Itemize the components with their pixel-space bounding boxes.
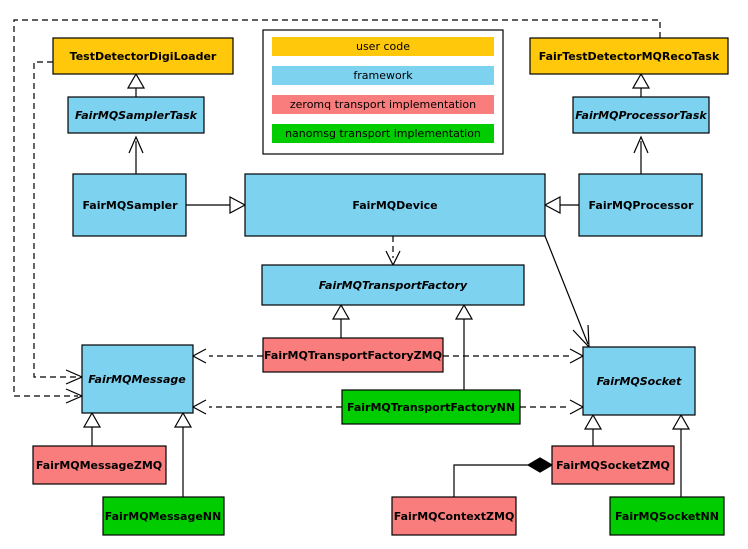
arrowhead-triangle: [126, 72, 146, 89]
node-fairtestdetectormqrecotask[interactable]: FairTestDetectorMQRecoTask: [529, 37, 729, 75]
arrowhead-triangle: [331, 303, 351, 320]
node-fairmqmessagezmq[interactable]: FairMQMessageZMQ: [32, 445, 167, 485]
legend-item-user-code: user code: [272, 37, 494, 56]
node-layer: TestDetectorDigiLoader FairTestDetectorM…: [32, 37, 729, 536]
node-fairmqmessage[interactable]: FairMQMessage: [81, 344, 194, 414]
node-fairmqprocessortask[interactable]: FairMQProcessorTask: [572, 96, 710, 134]
arrowhead-triangle: [82, 411, 102, 428]
node-box[interactable]: [72, 173, 187, 237]
arrowhead-triangle: [454, 303, 474, 320]
arrowhead-triangle: [631, 72, 651, 89]
arrowhead-open: [569, 399, 585, 415]
composition-diamond: [526, 457, 554, 473]
node-fairmqsocket[interactable]: FairMQSocket: [582, 346, 696, 416]
node-fairmqmessagenn-label: FairMQMessageNN: [105, 510, 221, 523]
node-fairmqmessagezmq-label: FairMQMessageZMQ: [36, 459, 162, 472]
node-box[interactable]: [67, 96, 205, 134]
node-fairmqprocessor[interactable]: FairMQProcessor: [578, 173, 703, 237]
node-fairmqtransportfactory[interactable]: FairMQTransportFactory: [261, 264, 525, 306]
node-fairmqtransportfactorynn[interactable]: FairMQTransportFactoryNN: [341, 389, 521, 425]
node-fairmqdevice[interactable]: FairMQDevice: [244, 173, 546, 237]
node-fairmqcontextzmq-label: FairMQContextZMQ: [394, 510, 515, 523]
node-fairtestdetectormqrecotask-label: FairTestDetectorMQRecoTask: [539, 50, 720, 63]
node-box[interactable]: [244, 173, 546, 237]
node-testdetectordigiloader-label: TestDetectorDigiLoader: [70, 50, 217, 63]
edge-recotask-to-message: [13, 19, 661, 397]
arrowhead-triangle: [229, 196, 247, 214]
node-box[interactable]: [32, 445, 167, 485]
node-box[interactable]: [572, 96, 710, 134]
node-fairmqtransportfactory-label: FairMQTransportFactory: [319, 279, 468, 292]
edge-device-to-socket: [544, 235, 589, 345]
node-box[interactable]: [52, 37, 234, 75]
node-fairmqsocketzmq[interactable]: FairMQSocketZMQ: [551, 445, 675, 485]
arrowhead-open: [128, 135, 144, 154]
arrowhead-open: [191, 348, 207, 364]
node-fairmqtransportfactorynn-label: FairMQTransportFactoryNN: [347, 401, 515, 414]
legend-swatch-nanomsg: [272, 124, 494, 143]
node-box[interactable]: [609, 496, 725, 536]
node-fairmqmessagenn[interactable]: FairMQMessageNN: [102, 496, 225, 536]
node-fairmqsamplertask-label: FairMQSamplerTask: [75, 109, 198, 122]
legend-swatch-zeromq: [272, 95, 494, 114]
node-box[interactable]: [261, 264, 525, 306]
node-fairmqcontextzmq[interactable]: FairMQContextZMQ: [391, 496, 517, 536]
arrowhead-open: [569, 348, 585, 364]
node-fairmqtransportfactoryzmq[interactable]: FairMQTransportFactoryZMQ: [262, 337, 444, 373]
edge-contextzmq-to-socketzmq: [453, 464, 528, 497]
node-box[interactable]: [341, 389, 521, 425]
legend-swatch-user-code: [272, 37, 494, 56]
legend-swatch-framework: [272, 66, 494, 85]
node-box[interactable]: [529, 37, 729, 75]
legend-label-zeromq: zeromq transport implementation: [290, 98, 476, 111]
node-fairmqdevice-label: FairMQDevice: [352, 199, 437, 212]
node-fairmqmessage-label: FairMQMessage: [88, 373, 186, 386]
arrowhead-triangle: [173, 411, 193, 428]
node-box[interactable]: [391, 496, 517, 536]
arrowhead-open: [633, 135, 649, 154]
node-fairmqsamplertask[interactable]: FairMQSamplerTask: [67, 96, 205, 134]
node-fairmqsocketnn[interactable]: FairMQSocketNN: [609, 496, 725, 536]
node-fairmqsampler-label: FairMQSampler: [82, 199, 178, 212]
arrowhead-triangle: [671, 413, 691, 430]
arrowhead-triangle: [543, 196, 561, 214]
node-fairmqsocket-label: FairMQSocket: [597, 375, 683, 388]
legend-item-zeromq: zeromq transport implementation: [272, 95, 494, 114]
node-box[interactable]: [582, 346, 696, 416]
node-box[interactable]: [262, 337, 444, 373]
node-box[interactable]: [551, 445, 675, 485]
edge-digiloader-to-message: [33, 61, 78, 378]
legend: user code framework zeromq transport imp…: [262, 29, 504, 155]
node-box[interactable]: [102, 496, 225, 536]
legend-label-framework: framework: [353, 69, 413, 82]
node-box[interactable]: [81, 344, 194, 414]
legend-label-nanomsg: nanomsg transport implementation: [285, 127, 481, 140]
arrowhead-open: [572, 324, 590, 349]
node-fairmqsocketzmq-label: FairMQSocketZMQ: [556, 459, 670, 472]
node-testdetectordigiloader[interactable]: TestDetectorDigiLoader: [52, 37, 234, 75]
edge-layer: [13, 19, 691, 497]
arrowhead-triangle: [583, 413, 603, 430]
legend-item-nanomsg: nanomsg transport implementation: [272, 124, 494, 143]
node-fairmqtransportfactoryzmq-label: FairMQTransportFactoryZMQ: [264, 349, 442, 362]
legend-item-framework: framework: [272, 66, 494, 85]
arrowhead-open: [191, 399, 207, 415]
node-box[interactable]: [578, 173, 703, 237]
legend-label-user-code: user code: [356, 40, 410, 53]
node-fairmqsocketnn-label: FairMQSocketNN: [615, 510, 719, 523]
node-fairmqprocessor-label: FairMQProcessor: [589, 199, 694, 212]
node-fairmqsampler[interactable]: FairMQSampler: [72, 173, 187, 237]
node-fairmqprocessortask-label: FairMQProcessorTask: [575, 109, 707, 122]
